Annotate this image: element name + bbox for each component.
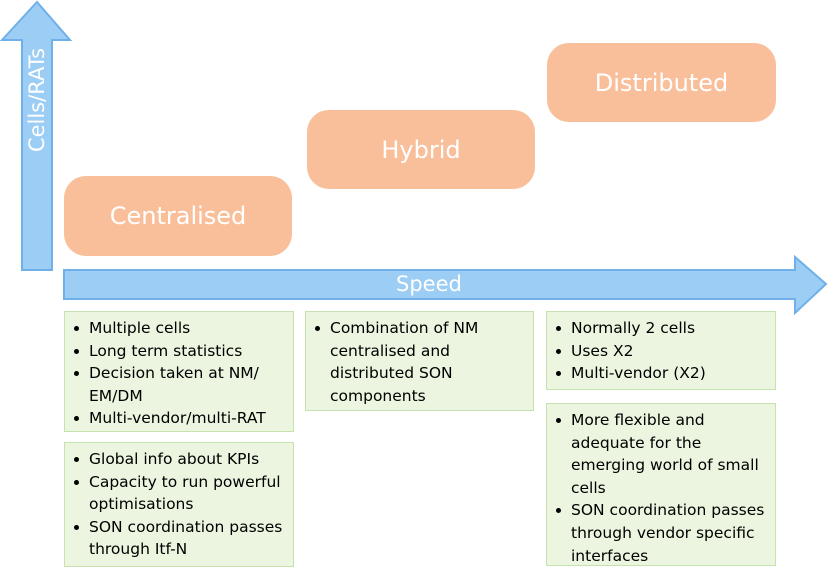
bullet-item: Multiple cells (69, 317, 287, 340)
bullet-item: More flexible and adequate for the emerg… (551, 409, 769, 499)
distributed-features-box: Normally 2 cells Uses X2 Multi-vendor (X… (546, 311, 776, 390)
bullet-item: Combination of NM centralised and distri… (310, 317, 527, 407)
bullet-item: Multi-vendor/multi-RAT (69, 407, 287, 430)
y-axis-label: Cells/RATs (25, 47, 49, 153)
centralised-advantages-box: Global info about KPIs Capacity to run p… (64, 442, 294, 567)
bullet-item: Normally 2 cells (551, 317, 769, 340)
y-axis-arrow (0, 0, 73, 271)
bullet-item: Multi-vendor (X2) (551, 362, 769, 385)
hybrid-features-box: Combination of NM centralised and distri… (305, 311, 534, 411)
distributed-advantages-box: More flexible and adequate for the emerg… (546, 403, 776, 566)
centralised-features-box: Multiple cells Long term statistics Deci… (64, 311, 294, 432)
bullet-item: Global info about KPIs (69, 448, 287, 471)
bullet-item: Decision taken at NM/ EM/DM (69, 362, 287, 407)
stage-distributed: Distributed (547, 43, 776, 122)
x-axis-label: Speed (396, 272, 462, 296)
bullet-item: SON coordination passes through Itf-N (69, 516, 287, 561)
bullet-item: SON coordination passes through vendor s… (551, 499, 769, 567)
bullet-item: Capacity to run powerful optimisations (69, 471, 287, 516)
stage-hybrid: Hybrid (307, 110, 535, 189)
x-axis-arrow (63, 254, 828, 316)
stage-centralised: Centralised (64, 176, 292, 256)
bullet-item: Long term statistics (69, 340, 287, 363)
bullet-item: Uses X2 (551, 340, 769, 363)
